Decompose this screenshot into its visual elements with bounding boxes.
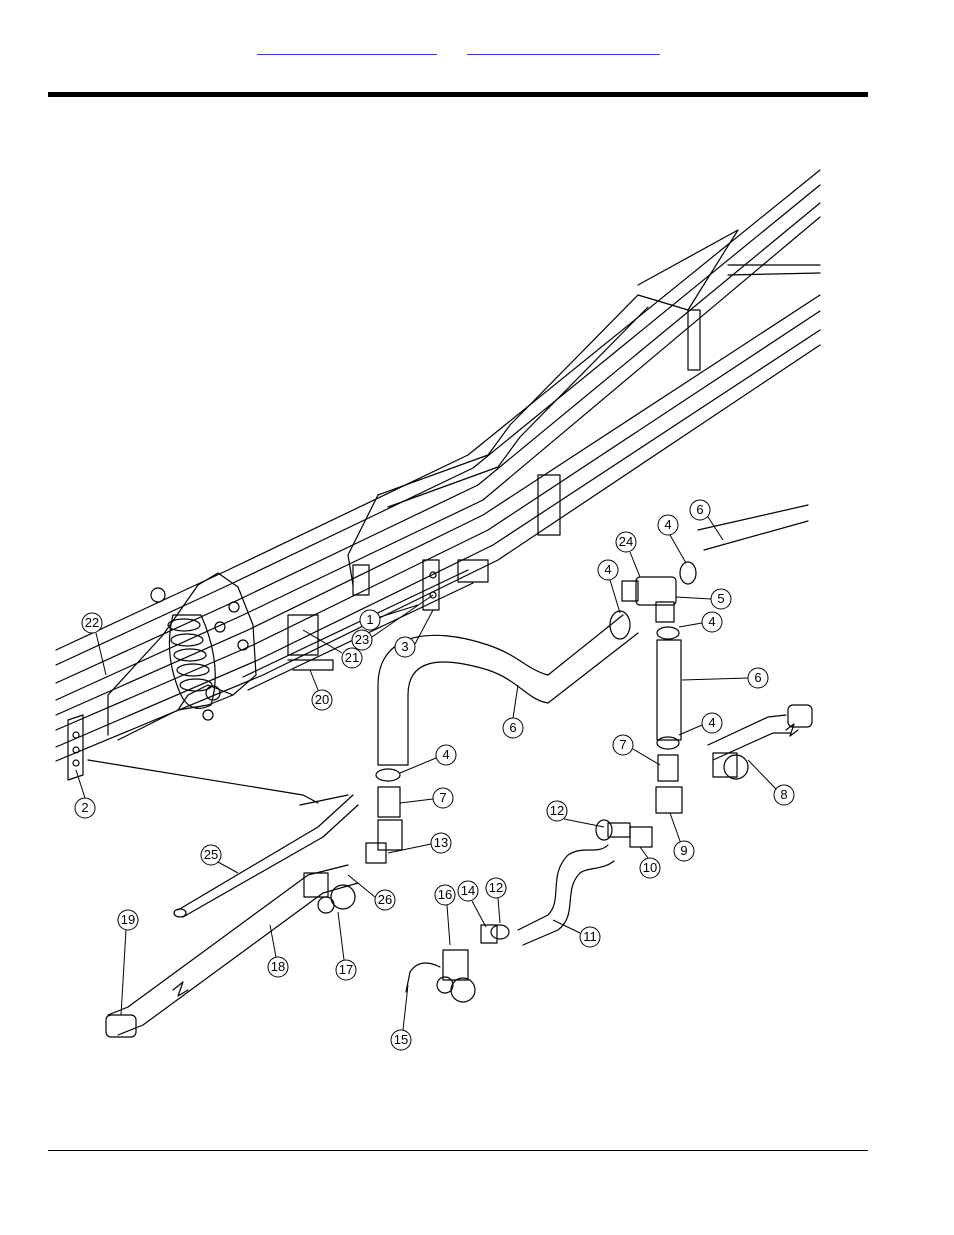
svg-text:12: 12 — [550, 803, 564, 818]
svg-text:23: 23 — [355, 632, 369, 647]
boom-frame — [55, 169, 821, 762]
svg-text:14: 14 — [461, 883, 475, 898]
callout-labels: 1 2 3 4 4 4 4 4 5 6 6 6 7 7 8 9 10 11 12… — [74, 499, 795, 1051]
callout-19: 19 — [117, 909, 139, 1016]
svg-text:9: 9 — [680, 843, 687, 858]
footer-rule — [48, 1150, 868, 1151]
svg-text:22: 22 — [85, 615, 99, 630]
svg-text:25: 25 — [204, 847, 218, 862]
svg-text:7: 7 — [439, 790, 446, 805]
svg-text:4: 4 — [708, 614, 715, 629]
callout-17: 17 — [335, 911, 357, 981]
svg-text:20: 20 — [315, 692, 329, 707]
svg-text:13: 13 — [434, 835, 448, 850]
svg-text:4: 4 — [708, 715, 715, 730]
svg-text:6: 6 — [509, 720, 516, 735]
callout-18: 18 — [267, 924, 289, 978]
callout-11: 11 — [552, 919, 601, 948]
callout-14: 14 — [457, 880, 487, 928]
callout-10: 10 — [639, 846, 661, 879]
callout-20: 20 — [309, 669, 333, 711]
callout-7a: 7 — [612, 734, 661, 766]
svg-text:21: 21 — [345, 650, 359, 665]
callout-15: 15 — [390, 984, 412, 1051]
callout-5: 5 — [675, 588, 732, 610]
callout-2: 2 — [74, 769, 96, 819]
callout-12b: 12 — [485, 877, 507, 924]
svg-text:12: 12 — [489, 880, 503, 895]
callout-9: 9 — [669, 812, 695, 862]
svg-text:8: 8 — [780, 787, 787, 802]
svg-text:10: 10 — [643, 860, 657, 875]
callout-8: 8 — [747, 759, 795, 806]
hinge-bracket — [67, 559, 440, 781]
callout-6b: 6 — [681, 667, 769, 689]
main-hose — [377, 504, 809, 766]
svg-text:17: 17 — [339, 962, 353, 977]
header-rule — [48, 92, 868, 97]
callout-3: 3 — [394, 609, 434, 658]
fittings — [365, 561, 697, 864]
svg-text:4: 4 — [604, 562, 611, 577]
callout-4c: 4 — [678, 611, 723, 633]
svg-text:7: 7 — [619, 737, 626, 752]
callout-7b: 7 — [399, 787, 454, 809]
svg-text:15: 15 — [394, 1032, 408, 1047]
nav-link-right[interactable] — [467, 40, 660, 55]
svg-text:1: 1 — [366, 612, 373, 627]
callout-25: 25 — [200, 844, 239, 874]
svg-text:4: 4 — [664, 517, 671, 532]
svg-text:6: 6 — [696, 502, 703, 517]
nav-link-left[interactable] — [257, 40, 437, 55]
callout-12a: 12 — [546, 800, 605, 828]
parts-diagram: 1 2 3 4 4 4 4 4 5 6 6 6 7 7 8 9 10 11 12… — [55, 169, 821, 1051]
callout-22: 22 — [81, 612, 107, 676]
callout-23: 23 — [351, 594, 434, 651]
callout-24: 24 — [615, 531, 641, 578]
svg-text:3: 3 — [401, 639, 408, 654]
callout-26: 26 — [347, 874, 396, 911]
svg-text:2: 2 — [81, 800, 88, 815]
callout-21: 21 — [302, 629, 363, 669]
svg-text:24: 24 — [619, 534, 633, 549]
svg-text:5: 5 — [717, 591, 724, 606]
callout-1: 1 — [359, 604, 419, 631]
svg-text:18: 18 — [271, 959, 285, 974]
svg-text:16: 16 — [438, 887, 452, 902]
callout-6c: 6 — [502, 684, 524, 739]
callout-4b: 4 — [657, 514, 687, 564]
callout-16: 16 — [434, 884, 456, 946]
nozzle-assemblies — [87, 704, 813, 1038]
callout-4a: 4 — [597, 559, 621, 614]
svg-text:6: 6 — [754, 670, 761, 685]
callout-6a: 6 — [689, 499, 724, 541]
callout-4d: 4 — [678, 712, 723, 736]
callout-13: 13 — [387, 832, 452, 854]
svg-text:4: 4 — [442, 747, 449, 762]
svg-text:19: 19 — [121, 912, 135, 927]
svg-text:11: 11 — [583, 929, 597, 944]
svg-text:26: 26 — [378, 892, 392, 907]
callout-4e: 4 — [399, 744, 457, 774]
